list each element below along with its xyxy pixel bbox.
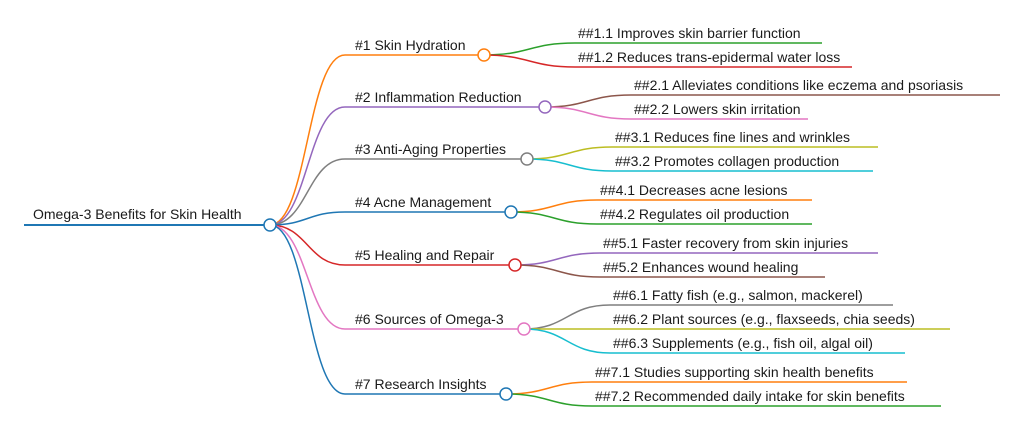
root-label: Omega-3 Benefits for Skin Health xyxy=(33,206,242,222)
branch-3-child-2-label: ##3.2 Promotes collagen production xyxy=(615,153,839,169)
branch-5-child-1-connector xyxy=(514,252,601,266)
branch-1-child-2-label: ##1.2 Reduces trans-epidermal water loss xyxy=(578,49,840,65)
branch-2-connector xyxy=(269,106,346,226)
branch-1-node[interactable] xyxy=(477,48,491,62)
branch-4-child-2-connector xyxy=(510,211,598,225)
branch-6-child-3-connector xyxy=(523,328,611,354)
branch-7-child-2-connector xyxy=(505,393,593,407)
branch-3-node[interactable] xyxy=(520,152,534,166)
branch-6-connector xyxy=(269,224,346,330)
mind-map-edges xyxy=(24,42,1000,407)
branch-1-child-2-connector xyxy=(483,54,576,68)
mind-map-labels: Omega-3 Benefits for Skin Health #1 Skin … xyxy=(33,25,963,404)
branch-6-child-1-label: ##6.1 Fatty fish (e.g., salmon, mackerel… xyxy=(613,287,863,303)
branch-6-label: #6 Sources of Omega-3 xyxy=(355,311,504,327)
branch-4-node[interactable] xyxy=(504,205,518,219)
root-node[interactable] xyxy=(263,218,277,232)
branch-7-connector xyxy=(269,224,346,395)
branch-5-child-2-connector xyxy=(514,264,601,278)
branch-2-node[interactable] xyxy=(538,100,552,114)
branch-7-child-1-connector xyxy=(505,381,593,395)
branch-4-label: #4 Acne Management xyxy=(355,194,491,210)
branch-7-child-2-label: ##7.2 Recommended daily intake for skin … xyxy=(595,388,905,404)
branch-4-child-2-label: ##4.2 Regulates oil production xyxy=(600,206,789,222)
branch-3-child-1-label: ##3.1 Reduces fine lines and wrinkles xyxy=(615,129,850,145)
branch-1-connector xyxy=(269,54,346,226)
branch-2-child-2-connector xyxy=(544,106,632,120)
branch-5-node[interactable] xyxy=(508,258,522,272)
branch-5-child-1-label: ##5.1 Faster recovery from skin injuries xyxy=(603,235,848,251)
branch-6-child-1-connector xyxy=(523,304,611,330)
branch-2-label: #2 Inflammation Reduction xyxy=(355,89,522,105)
branch-6-node[interactable] xyxy=(517,322,531,336)
branch-2-child-1-connector xyxy=(544,94,632,108)
branch-3-child-1-connector xyxy=(526,146,613,160)
mind-map-nodes xyxy=(263,48,552,401)
branch-7-label: #7 Research Insights xyxy=(355,376,487,392)
branch-1-child-1-connector xyxy=(483,42,576,56)
branch-5-label: #5 Healing and Repair xyxy=(355,247,495,263)
branch-3-child-2-connector xyxy=(526,158,613,172)
branch-6-child-3-label: ##6.3 Supplements (e.g., fish oil, algal… xyxy=(613,335,873,351)
branch-2-child-1-label: ##2.1 Alleviates conditions like eczema … xyxy=(634,77,963,93)
branch-6-child-2-label: ##6.2 Plant sources (e.g., flaxseeds, ch… xyxy=(613,311,915,327)
branch-4-connector xyxy=(269,211,346,226)
branch-4-child-1-connector xyxy=(510,199,598,213)
branch-7-node[interactable] xyxy=(499,387,513,401)
branch-2-child-2-label: ##2.2 Lowers skin irritation xyxy=(634,101,801,117)
branch-1-label: #1 Skin Hydration xyxy=(355,37,466,53)
branch-3-connector xyxy=(269,158,346,226)
branch-1-child-1-label: ##1.1 Improves skin barrier function xyxy=(578,25,801,41)
branch-5-connector xyxy=(269,224,346,266)
branch-4-child-1-label: ##4.1 Decreases acne lesions xyxy=(600,182,788,198)
branch-3-label: #3 Anti-Aging Properties xyxy=(355,141,506,157)
branch-7-child-1-label: ##7.1 Studies supporting skin health ben… xyxy=(595,364,874,380)
branch-5-child-2-label: ##5.2 Enhances wound healing xyxy=(603,259,798,275)
